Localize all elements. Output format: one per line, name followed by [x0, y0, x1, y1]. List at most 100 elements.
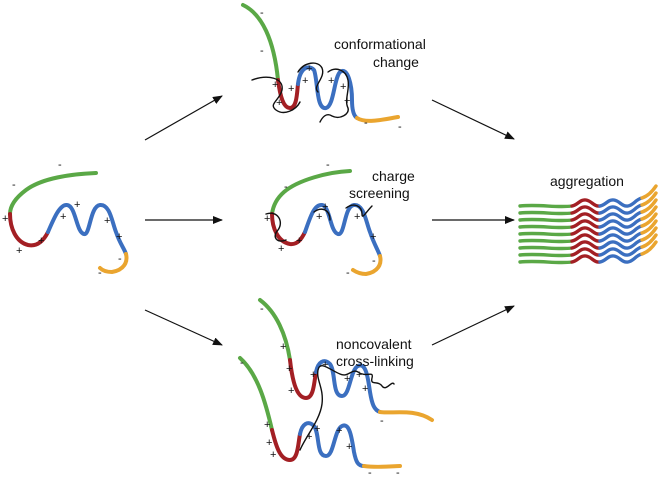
- aggregate-strand-segment: [570, 254, 602, 264]
- native-protein: - - + + + + + + + - -: [2, 159, 129, 279]
- segment-orange: [98, 252, 129, 274]
- plus-sign: +: [306, 63, 312, 75]
- aggregate-strand-segment: [598, 238, 644, 250]
- minus-sign: -: [118, 253, 122, 265]
- plus-sign: +: [278, 243, 284, 255]
- aggregate-strand-segment: [640, 198, 658, 214]
- aggregate-strand-segment: [640, 226, 658, 242]
- minus-sign: -: [260, 7, 264, 19]
- segment-green: [258, 298, 292, 362]
- aggregate-strand-segment: [640, 240, 658, 256]
- aggregate-strand-segment: [640, 219, 658, 235]
- plus-sign: +: [276, 97, 282, 109]
- plus-sign: +: [362, 383, 368, 395]
- minus-sign: -: [326, 159, 330, 171]
- aggregate-strand-segment: [518, 224, 574, 230]
- aggregate-stack: [518, 184, 658, 265]
- charge-screening-protein: - - + + + + + + + - -: [264, 159, 383, 279]
- cross-linked-protein-upper: [258, 298, 434, 422]
- minus-sign: -: [368, 467, 372, 478]
- minus-sign: -: [396, 467, 400, 478]
- aggregate-strand-segment: [570, 233, 602, 243]
- label-screening: screening: [349, 185, 410, 201]
- aggregate-strand-segment: [640, 191, 658, 207]
- cross-linked-protein-lower: [238, 356, 402, 469]
- segment-blue: [298, 421, 366, 468]
- aggregate-strand-segment: [570, 247, 602, 257]
- segment-red: [270, 212, 307, 247]
- plus-sign: +: [266, 437, 272, 449]
- cross-link-signs: - - + + + + + + + + - + + + + + + + - -: [240, 303, 400, 478]
- aggregate-strand-segment: [598, 245, 644, 257]
- arrow-to-cross-linking: [144, 309, 223, 346]
- arrow-conformational-to-aggregation: [431, 99, 515, 140]
- cross-linker: [299, 365, 395, 451]
- minus-sign: -: [98, 267, 102, 279]
- aggregate-strand-segment: [518, 259, 574, 265]
- plus-sign: +: [288, 83, 294, 95]
- plus-sign: +: [306, 431, 312, 443]
- minus-sign: -: [398, 121, 402, 133]
- plus-sign: +: [356, 369, 362, 381]
- minus-sign: -: [372, 255, 376, 267]
- aggregate-strand-segment: [598, 210, 644, 222]
- plus-sign: +: [264, 419, 270, 431]
- minus-sign: -: [58, 159, 62, 171]
- plus-sign: +: [310, 369, 316, 381]
- counter-ion: [251, 76, 301, 114]
- aggregate-strand-segment: [598, 224, 644, 236]
- plus-sign: +: [344, 373, 350, 385]
- minus-sign: -: [260, 303, 264, 315]
- counter-ion: [297, 62, 324, 93]
- plus-sign: +: [288, 385, 294, 397]
- aggregate-strand-segment: [518, 203, 574, 209]
- segment-red: [8, 212, 50, 248]
- minus-sign: -: [12, 179, 16, 191]
- plus-sign: +: [60, 211, 66, 223]
- segment-green: [270, 169, 352, 216]
- aggregate-strand-segment: [640, 184, 658, 200]
- segment-blue: [303, 203, 382, 258]
- label-conformational: conformational: [334, 36, 426, 52]
- aggregate-strand-segment: [518, 245, 574, 251]
- plus-sign: +: [38, 235, 44, 247]
- plus-sign: +: [346, 441, 352, 453]
- plus-sign: +: [322, 359, 328, 371]
- segment-green: [241, 3, 280, 82]
- segment-orange: [351, 254, 383, 276]
- label-cross-linking: cross-linking: [336, 353, 414, 369]
- aggregate-strand-segment: [598, 196, 644, 208]
- aggregate-strand-segment: [570, 205, 602, 215]
- plus-sign: +: [340, 81, 346, 93]
- aggregate-strand-segment: [598, 252, 644, 264]
- segment-orange: [362, 464, 402, 469]
- aggregate-strand-segment: [640, 233, 658, 249]
- segment-blue: [46, 203, 128, 256]
- plus-sign: +: [354, 211, 360, 223]
- aggregate-strand-segment: [518, 217, 574, 223]
- aggregate-strand-segment: [640, 205, 658, 221]
- aggregate-strand-segment: [570, 219, 602, 229]
- segment-red: [270, 428, 302, 462]
- conformational-change-protein: - - + + + + + + + + - -: [241, 3, 402, 133]
- plus-sign: +: [74, 199, 80, 211]
- plus-sign: +: [336, 425, 342, 437]
- aggregate-strand-segment: [570, 198, 602, 208]
- aggregate-strand-segment: [598, 231, 644, 243]
- segment-red: [288, 358, 318, 400]
- minus-sign: -: [240, 357, 244, 369]
- segment-orange: [355, 115, 400, 123]
- plus-sign: +: [272, 79, 278, 91]
- aggregate-strand-segment: [518, 210, 574, 216]
- label-noncovalent: noncovalent: [336, 336, 412, 352]
- arrows: [144, 95, 515, 346]
- plus-sign: +: [314, 423, 320, 435]
- aggregate-strand-segment: [570, 212, 602, 222]
- segment-red: [276, 78, 300, 110]
- counter-ion: [313, 208, 331, 221]
- plus-sign: +: [302, 75, 308, 87]
- plus-sign: +: [16, 245, 22, 257]
- segment-blue: [314, 359, 382, 414]
